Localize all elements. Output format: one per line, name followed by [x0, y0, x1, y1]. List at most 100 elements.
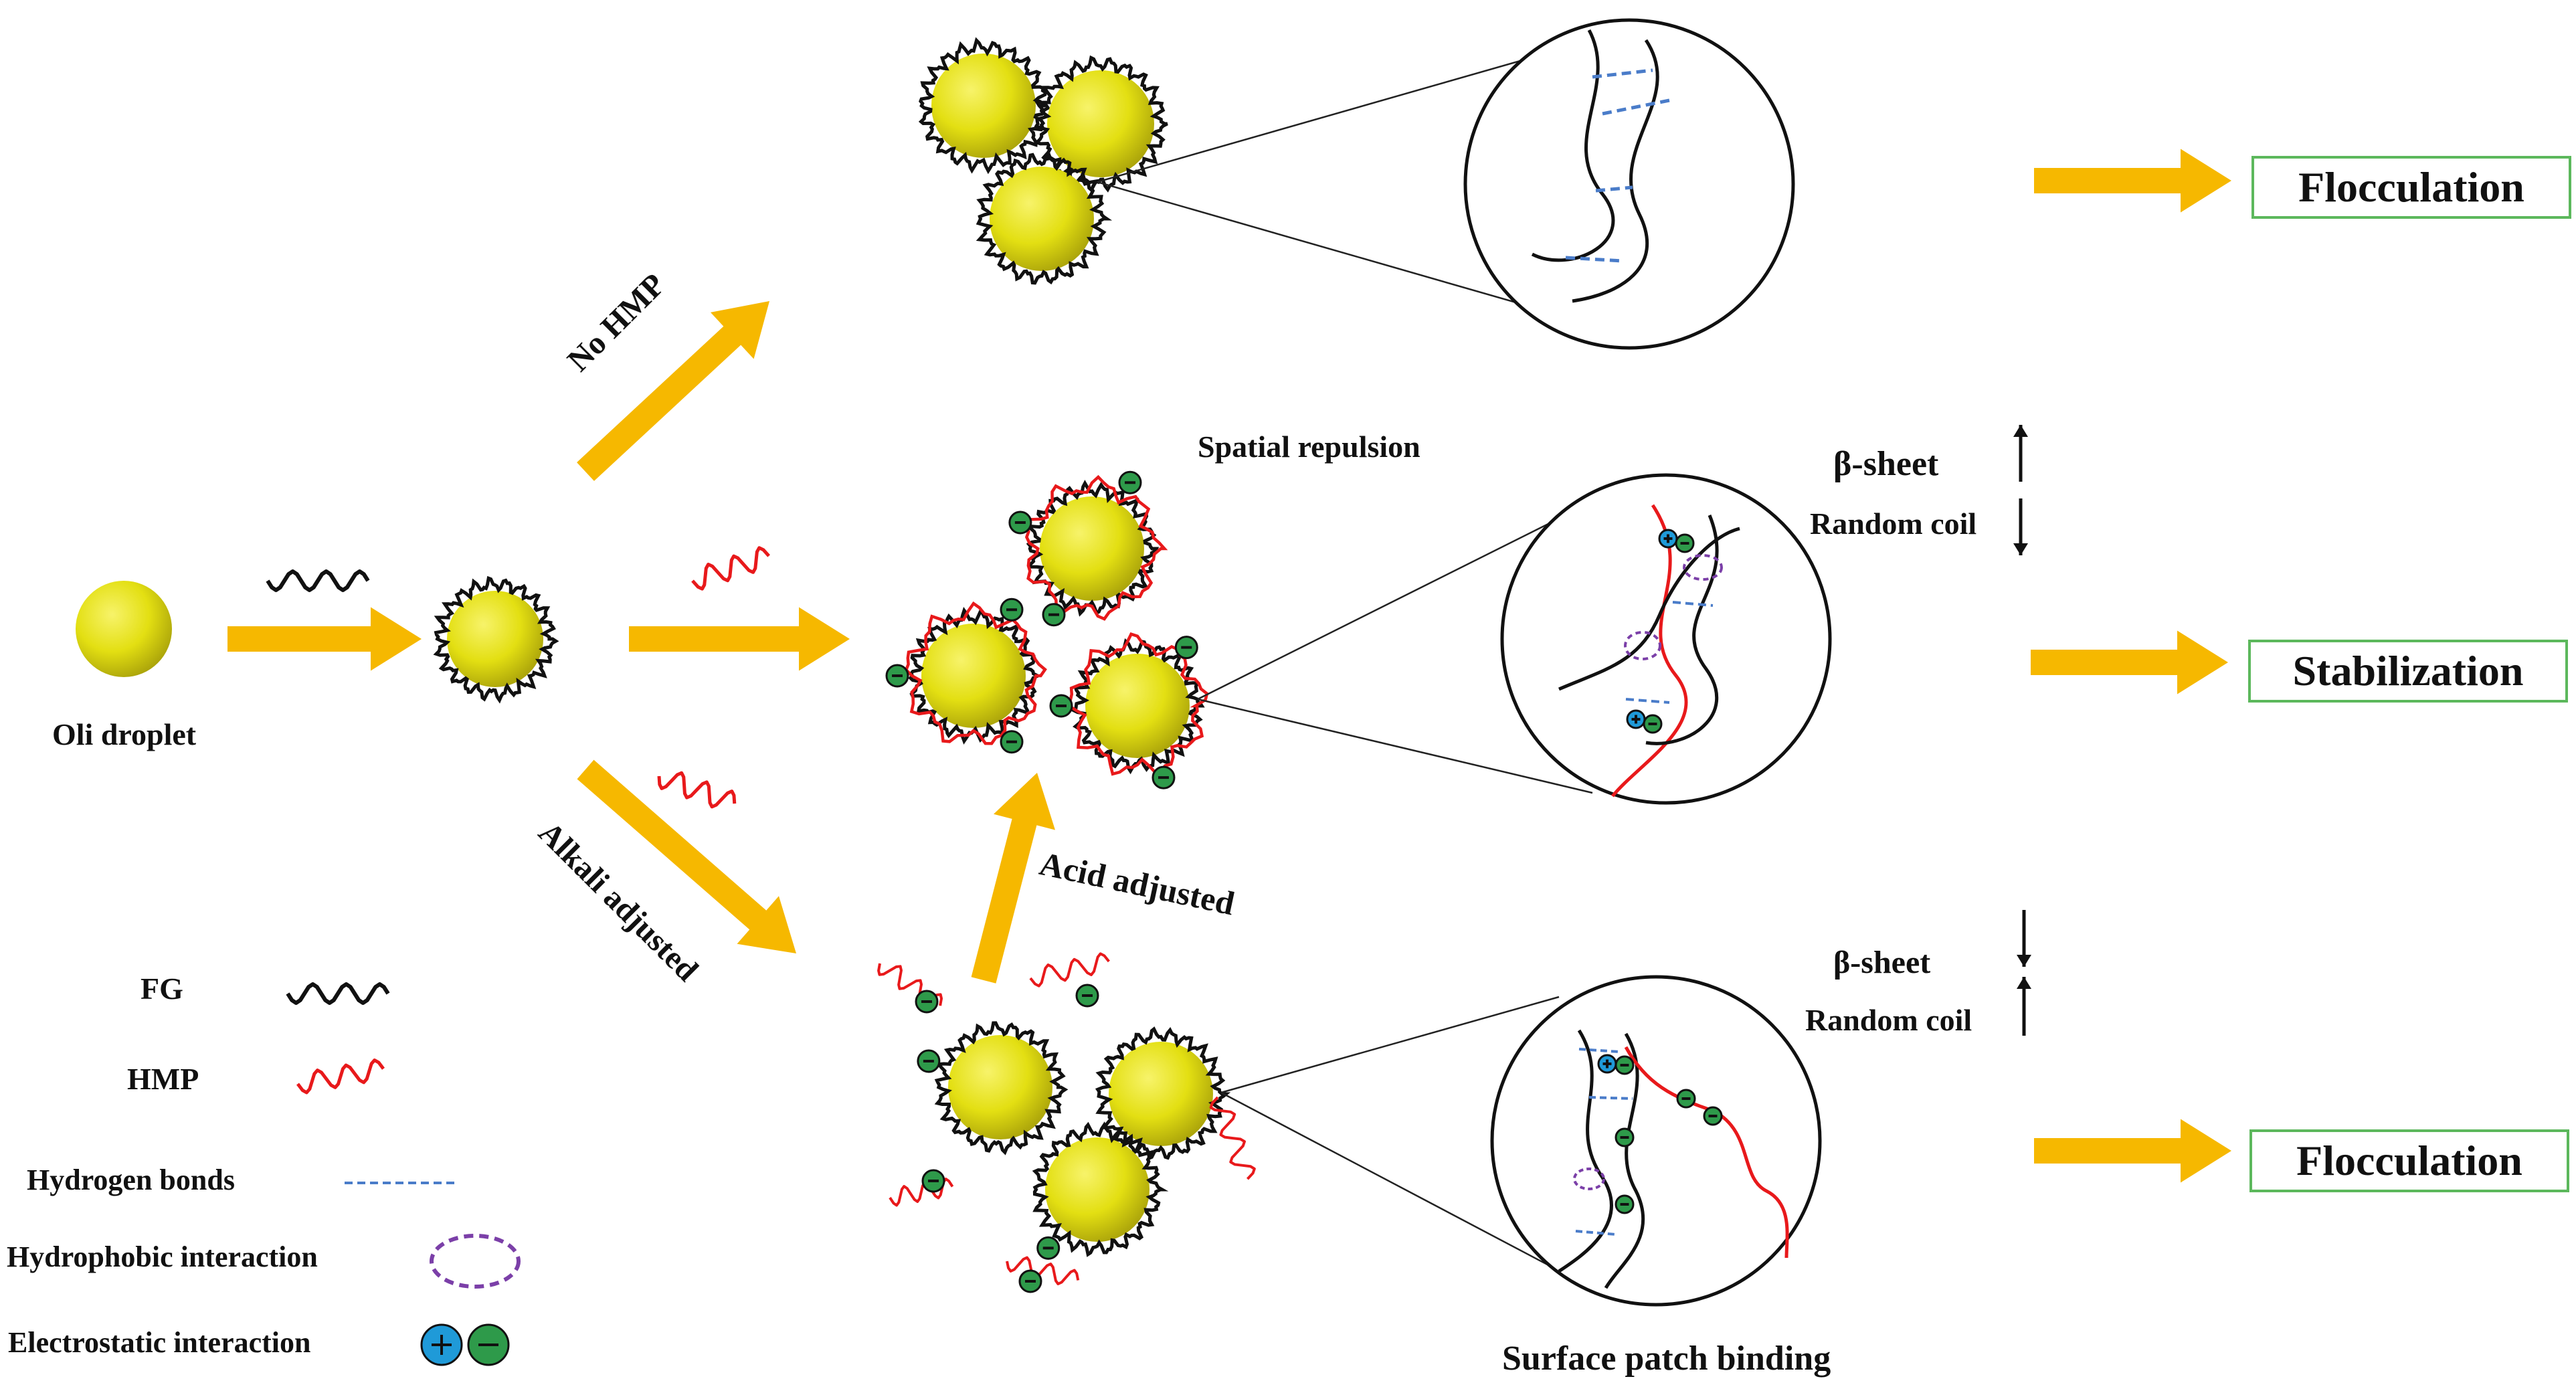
bottom-cluster-droplet: [1095, 1026, 1231, 1161]
negative-charge: [1152, 765, 1176, 790]
outcome-middle-label: Stabilization: [2292, 647, 2524, 694]
droplet-core: [948, 1035, 1052, 1139]
middle-random-coil-trend: [2013, 498, 2028, 555]
middle-cluster-droplet: [1008, 470, 1168, 627]
droplet-core: [1040, 496, 1144, 601]
process-arrows: [227, 149, 2231, 1183]
positive-charge: [1597, 1054, 1617, 1074]
fg-coated-droplet: [433, 575, 559, 704]
magnified-views: [1463, 18, 1832, 1307]
hydrophobic-region: [1683, 554, 1723, 581]
negative-charge: [1075, 984, 1099, 1008]
middle-beta-sheet-trend: [2013, 425, 2028, 482]
connector-line: [1220, 1091, 1580, 1283]
trend-arrows: [2013, 425, 2031, 1036]
negative-charge: [1676, 1089, 1696, 1109]
outcome-top-label: Flocculation: [2298, 163, 2524, 211]
negative-charge: [1036, 1236, 1061, 1260]
arrow-to-middle-cluster: [629, 607, 850, 671]
negative-charge: [1615, 1127, 1635, 1147]
top-cluster-droplet: [976, 151, 1113, 285]
hydrogen-bond: [1602, 98, 1670, 116]
fg-coating: [433, 575, 559, 704]
negative-charge: [1042, 603, 1066, 627]
surface-patch-binding-label: Surface patch binding: [1502, 1339, 1831, 1378]
hmp-strand: [1611, 504, 1688, 798]
magnifier-connectors: [1097, 39, 1593, 1283]
droplet-core: [1047, 70, 1154, 177]
connector-line: [1097, 181, 1593, 326]
arrow-alkali-adjusted: [577, 759, 796, 953]
negative-charge: [1675, 533, 1695, 553]
trend-head: [2017, 955, 2031, 967]
middle-cluster-droplet: [885, 597, 1047, 754]
fg-coating: [1071, 638, 1205, 775]
legend-hydrophobic-icon: [430, 1234, 521, 1289]
magnifier-bottom: [1490, 975, 1822, 1307]
negative-charge: [1174, 636, 1198, 660]
trend-head: [2013, 543, 2028, 555]
hydrogen-bond: [1592, 68, 1653, 79]
legend-fg-label: FG: [141, 971, 183, 1006]
bottom-beta-sheet-label: β-sheet: [1833, 945, 1931, 980]
free-fg-chain: [266, 569, 370, 592]
arrow-to-coated-droplet: [227, 607, 422, 671]
negative-charge: [1615, 1055, 1635, 1075]
positive-charge: [1658, 529, 1678, 549]
magnifier-middle: [1500, 473, 1832, 805]
free-hmp-chain: [657, 771, 737, 809]
hydrophobic-region: [1624, 631, 1661, 660]
negative-charge: [885, 664, 909, 688]
legend-hmp-icon: [296, 1058, 385, 1095]
fg-strand: [1558, 527, 1740, 691]
arrow-to-stabilization: [2031, 630, 2228, 694]
hydrogen-bond: [1588, 1096, 1633, 1100]
legend-hydrophobic-label: Hydrophobic interaction: [7, 1240, 318, 1273]
droplet-core: [1085, 654, 1190, 758]
middle-beta-sheet-label: β-sheet: [1833, 445, 1939, 483]
positive-charge: [1626, 709, 1646, 729]
fg-coating: [934, 1021, 1069, 1155]
fg-coating: [1032, 1121, 1169, 1257]
bare-oil-droplet: [76, 581, 172, 677]
arrow-no-hmp: [577, 301, 769, 481]
negative-charge: [1118, 470, 1142, 494]
negative-charge: [1018, 1269, 1042, 1293]
outcome-box-middle: Stabilization: [2248, 640, 2568, 703]
fg-strand: [1531, 29, 1615, 262]
legend-electrostatic-label: Electrostatic interaction: [8, 1326, 311, 1359]
droplet-core: [1109, 1042, 1213, 1146]
droplet-core: [1045, 1137, 1149, 1242]
free-polymer-chains: [266, 546, 1256, 1293]
connector-line: [1197, 517, 1560, 701]
connector-line: [1220, 996, 1560, 1094]
hydrogen-bond: [1575, 1230, 1617, 1236]
arrow-to-flocculation-bottom: [2034, 1119, 2231, 1183]
negative-charge: [1703, 1106, 1723, 1126]
fg-strand: [1645, 515, 1719, 745]
negative-charge: [1008, 511, 1032, 535]
droplet-core: [447, 591, 543, 687]
negative-charge: [1000, 597, 1024, 622]
bottom-cluster-droplet: [1032, 1121, 1169, 1260]
top-cluster-droplet: [918, 37, 1050, 175]
hydrophobic-region: [1573, 1168, 1605, 1190]
arrow-to-flocculation-top: [2034, 149, 2231, 213]
trend-head: [2013, 425, 2028, 437]
legend-hmp-label: HMP: [127, 1062, 199, 1096]
hydrogen-bond: [1672, 601, 1714, 607]
hydrogen-bond: [1625, 698, 1670, 704]
magnifier-circle: [1490, 975, 1822, 1307]
arrow-acid-adjusted: [971, 773, 1056, 984]
outcome-box-bottom: Flocculation: [2249, 1129, 2569, 1192]
magnifier-circle: [1500, 473, 1832, 805]
droplet-core: [931, 54, 1036, 158]
connector-line: [1097, 39, 1593, 183]
negative-charge: [1615, 1194, 1635, 1214]
droplet-core: [990, 167, 1094, 271]
magnifier-circle: [1463, 18, 1795, 350]
fg-strand: [1572, 39, 1659, 303]
spatial-repulsion-label: Spatial repulsion: [1198, 430, 1420, 464]
negative-charge: [1643, 714, 1663, 734]
